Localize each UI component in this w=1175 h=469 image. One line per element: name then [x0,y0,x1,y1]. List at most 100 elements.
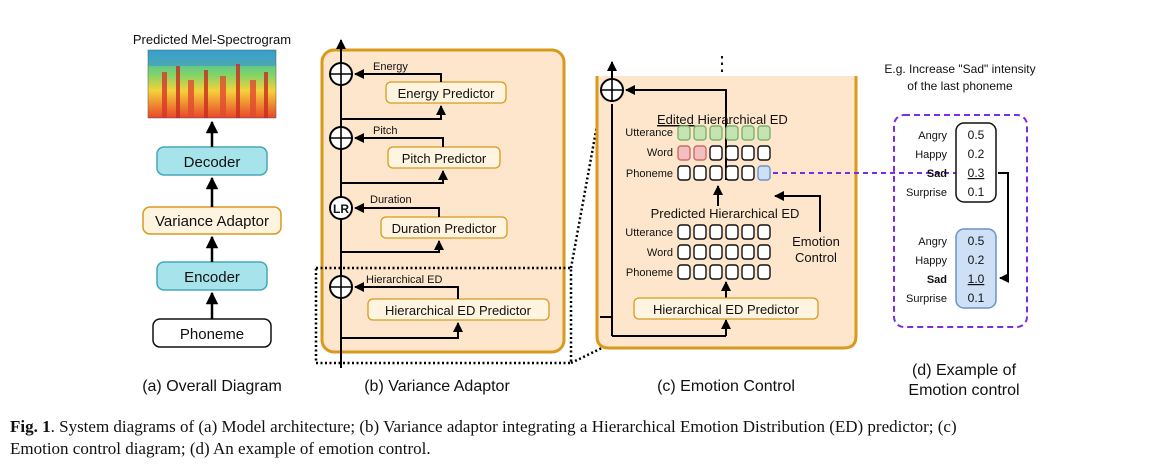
pred-word-label: Word [647,247,673,259]
word-cell [757,145,771,161]
duration-label: Duration [370,194,412,206]
after-emotion-value: 1.0 [968,272,985,286]
before-emotion-value: 0.1 [968,185,985,199]
before-emotion-value: 0.2 [968,147,985,161]
before-emotion-value: 0.5 [968,128,985,142]
duration-predictor-box [380,216,508,239]
emotion-control-line1: Emotion [792,234,840,249]
utterance-cell [677,224,691,240]
before-emotion-label: Surprise [906,187,947,199]
utterance-cell [741,224,755,240]
utterance-cell [693,125,707,141]
emotion-control-container [595,76,858,350]
word-cell [725,145,739,161]
zoom-region [314,266,573,365]
panel-d-label-2: Emotion control [908,382,1019,399]
word-cell [725,244,739,260]
variance-adaptor-label: Variance Adaptor [155,213,269,230]
spectrogram-title: Predicted Mel-Spectrogram [133,32,291,47]
mel-spectrogram-image [147,49,277,119]
before-emotion-value: 0.3 [968,166,985,180]
word-cell [677,145,691,161]
edited-hed-grid [677,125,771,181]
example-container [893,114,1028,328]
utterance-cell [725,224,739,240]
word-cell [709,145,723,161]
word-cell [741,244,755,260]
after-emotion-label: Happy [915,255,947,267]
after-distribution-box [955,228,997,309]
energy-predictor-box [385,81,507,104]
panel-b-label: (b) Variance Adaptor [364,378,510,395]
utterance-cell [709,224,723,240]
panel-c: ⋮ Hierarchical ED Predictor Edited Hiera… [595,53,858,395]
phoneme-cell [693,264,707,280]
pitch-predictor-label: Pitch Predictor [402,151,487,166]
word-cell [693,145,707,161]
figure-caption-line1: Fig. 1. System diagrams of (a) Model arc… [10,417,957,436]
phoneme-cell [741,264,755,280]
predicted-hed-title: Predicted Hierarchical ED [651,206,800,221]
emotion-control-line2: Control [795,250,837,265]
hed-predictor-label: Hierarchical ED Predictor [385,303,532,318]
utterance-cell [757,125,771,141]
after-emotion-label: Sad [927,274,947,286]
word-cell [741,145,755,161]
phoneme-cell [725,165,739,181]
phoneme-cell [725,264,739,280]
word-cell [693,244,707,260]
lr-label: LR [333,202,349,216]
before-distribution-box [955,122,997,203]
after-emotion-value: 0.2 [968,253,985,267]
predicted-hed-grid [677,224,771,280]
before-emotion-label: Angry [918,130,947,142]
pred-phoneme-label: Phoneme [626,267,673,279]
c-hed-predictor-label: Hierarchical ED Predictor [653,302,800,317]
length-regulator-node [329,196,353,220]
utterance-cell [709,125,723,141]
after-emotion-value: 0.5 [968,234,985,248]
utterance-cell [677,125,691,141]
example-header-2: of the last phoneme [907,79,1013,93]
edited-word-label: Word [647,147,673,159]
duration-predictor-label: Duration Predictor [392,221,497,236]
panel-b: LR Energy Predictor Pitch Predictor Dura… [314,39,608,395]
phoneme-cell [757,165,771,181]
example-header-1: E.g. Increase "Sad" intensity [884,62,1035,76]
panel-a-label: (a) Overall Diagram [142,378,282,395]
after-emotion-label: Angry [918,236,947,248]
utterance-cell [693,224,707,240]
hed-label: Hierarchical ED [366,274,442,286]
panel-a: Predicted Mel-Spectrogram Decoder Varian… [133,32,291,395]
variance-adaptor-container [320,48,566,354]
after-emotion-value: 0.1 [968,291,985,305]
before-emotion-label: Happy [915,149,947,161]
panel-d: E.g. Increase "Sad" intensity of the las… [884,62,1035,399]
phoneme-cell [741,165,755,181]
phoneme-label: Phoneme [180,326,244,343]
panel-c-label: (c) Emotion Control [657,378,795,395]
before-emotion-label: Sad [927,168,947,180]
edited-phoneme-label: Phoneme [626,168,673,180]
energy-predictor-label: Energy Predictor [398,86,495,101]
edited-hed-title: Edited Hierarchical ED [657,112,788,127]
phoneme-cell [677,264,691,280]
utterance-cell [741,125,755,141]
phoneme-cell [693,165,707,181]
c-hed-predictor-box [633,297,819,320]
phoneme-cell [709,264,723,280]
phoneme-cell [757,264,771,280]
decoder-label: Decoder [184,154,241,171]
figure-caption-line2: Emotion control diagram; (d) An example … [10,439,431,458]
energy-label: Energy [373,61,408,73]
utterance-cell [725,125,739,141]
word-cell [677,244,691,260]
word-cell [709,244,723,260]
edited-utterance-label: Utterance [625,127,673,139]
encoder-label: Encoder [184,269,240,286]
panel-d-label-1: (d) Example of [912,362,1017,379]
